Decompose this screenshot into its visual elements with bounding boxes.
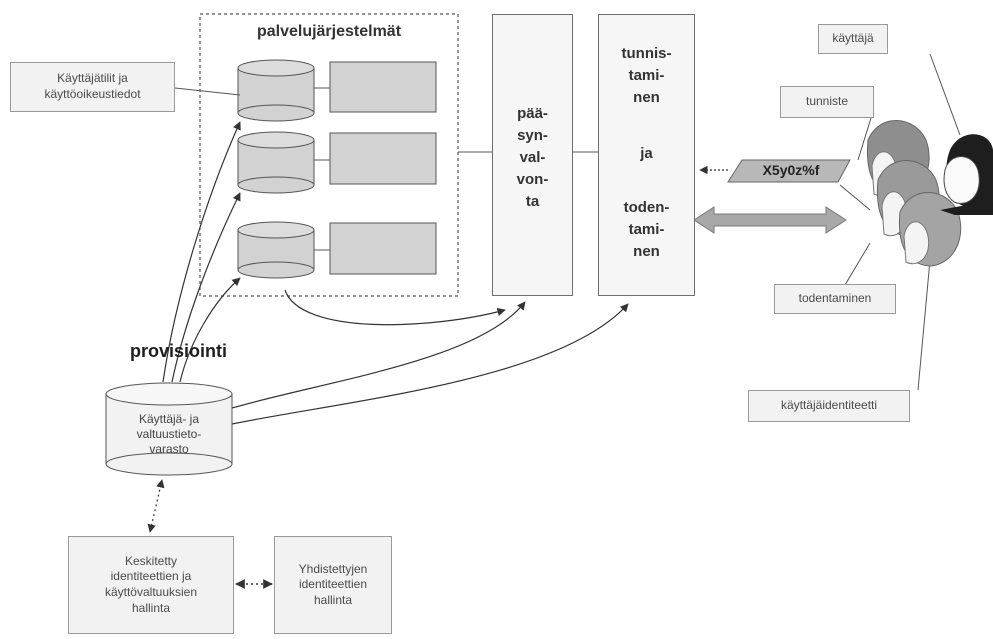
- federated-management-line-3: hallinta: [313, 592, 353, 607]
- access-control-word-3: val-: [519, 149, 546, 166]
- system-cylinder-1: [237, 59, 315, 122]
- repository-line-2: valtuustieto-: [136, 427, 202, 441]
- identifier-label-box: tunniste: [780, 86, 874, 118]
- central-management-box: Keskitetty identiteettien ja käyttövaltu…: [68, 536, 234, 634]
- users-icon: [866, 120, 993, 267]
- service-systems-label: palvelujärjestelmät: [256, 23, 402, 40]
- repository-cylinder: [105, 382, 233, 476]
- central-management-line-3: käyttövaltuuksien: [104, 585, 198, 599]
- user-accounts-box: Käyttäjätilit ja käyttöoikeustiedot: [10, 62, 175, 112]
- system-box-1: [329, 61, 437, 113]
- system-box-2: [329, 132, 437, 185]
- identification-word-7: nen: [633, 243, 660, 260]
- central-management-line-1: Keskitetty: [124, 553, 178, 568]
- identifier-tag: [727, 159, 851, 183]
- identification-column: tunnis- tami- nen ja toden- tami- nen: [598, 14, 695, 296]
- user-accounts-line-1: Käyttäjätilit ja: [57, 71, 128, 86]
- identifier-value: X5y0z%f: [762, 162, 820, 178]
- authentication-label-box: todentaminen: [774, 284, 896, 314]
- federated-management-line-1: Yhdistettyjen: [298, 561, 368, 576]
- federated-management-box: Yhdistettyjen identiteettien hallinta: [274, 536, 392, 634]
- identification-word-1: tunnis-: [621, 45, 672, 62]
- identification-word-4: ja: [640, 145, 653, 162]
- identification-word-6: tami-: [628, 221, 665, 238]
- user-identity-label-box: käyttäjäidentiteetti: [748, 390, 910, 422]
- system-cylinder-3: [237, 221, 315, 279]
- central-management-line-4: hallinta: [131, 600, 171, 615]
- access-control-word-2: syn-: [517, 127, 548, 144]
- repository-line-3: varasto: [149, 442, 189, 456]
- identification-word-3: nen: [633, 89, 660, 106]
- central-management-line-2: identiteettien ja: [110, 569, 192, 584]
- repository-line-1: Käyttäjä- ja: [138, 412, 200, 426]
- provisioning-label: provisiointi: [130, 341, 228, 361]
- system-box-3: [329, 222, 437, 275]
- repository-label: Käyttäjä- ja valtuustieto- varasto: [106, 412, 232, 457]
- system-cylinder-2: [237, 131, 315, 194]
- user-accounts-line-2: käyttöoikeustiedot: [44, 87, 141, 101]
- access-control-word-1: pää-: [517, 105, 548, 122]
- identification-word-5: toden-: [623, 199, 670, 216]
- federated-management-line-2: identiteettien: [298, 577, 368, 592]
- identification-word-2: tami-: [628, 67, 665, 84]
- access-control-word-5: ta: [525, 193, 540, 210]
- service-systems-frame: [199, 13, 459, 297]
- authentication-arrow: [693, 206, 847, 234]
- user-label-box: käyttäjä: [818, 24, 888, 54]
- access-control-word-4: von-: [516, 171, 549, 188]
- access-control-column: pää- syn- val- von- ta: [492, 14, 573, 296]
